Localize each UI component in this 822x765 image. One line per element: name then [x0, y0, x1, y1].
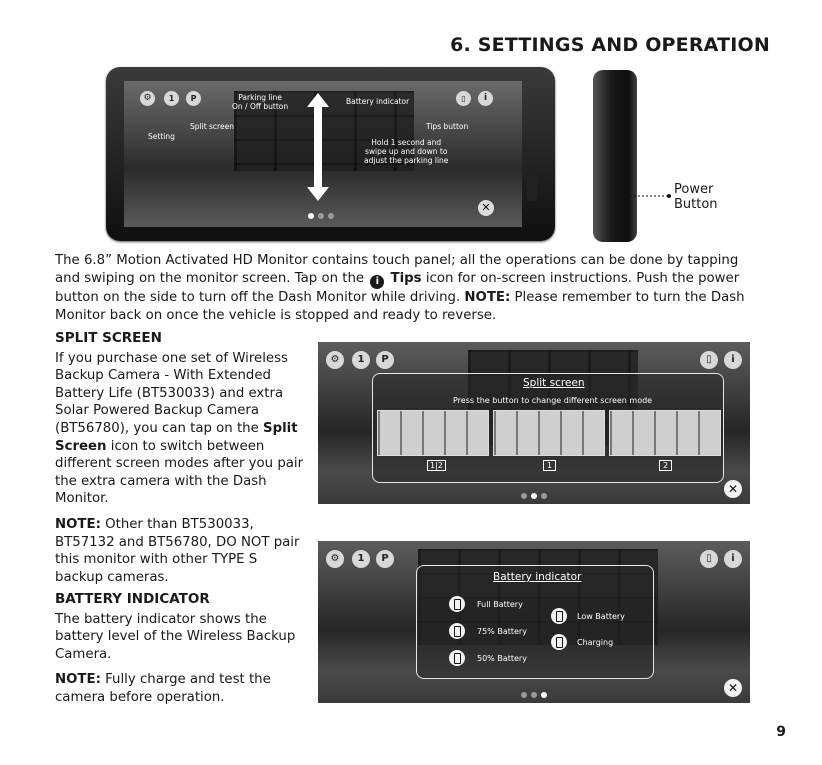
label-hold-instruction: Hold 1 second and swipe up and down to a…: [364, 138, 449, 165]
split-screen-icon[interactable]: 1: [352, 550, 370, 568]
battery-indicator-overlay: Battery indicator Full Battery 75% Batte…: [416, 565, 654, 679]
split-screen-body: If you purchase one set of Wireless Back…: [55, 350, 304, 507]
split-mode-thumb-3[interactable]: [609, 410, 721, 456]
monitor-side-button: [527, 175, 537, 201]
battery-icon[interactable]: ▯: [700, 550, 718, 568]
battery-icon[interactable]: ▯: [700, 351, 718, 369]
battery-50-label: 50% Battery: [477, 654, 527, 663]
close-icon[interactable]: ✕: [724, 480, 742, 498]
close-icon[interactable]: ✕: [724, 679, 742, 697]
battery-charging-icon: [551, 634, 567, 650]
split-mode-button-1[interactable]: 1|2: [427, 460, 446, 471]
label-split-screen: Split screen: [190, 122, 234, 131]
split-screen-overlay-subtitle: Press the button to change different scr…: [453, 396, 653, 405]
power-button-label: Power Button: [674, 182, 718, 212]
monitor-screen: ⚙ 1 P ▯ i Parking line On / Off button S…: [124, 81, 522, 227]
battery-75-icon: [449, 623, 465, 639]
battery-low-icon: [551, 608, 567, 624]
close-icon[interactable]: ✕: [478, 200, 494, 216]
split-screen-section: SPLIT SCREEN If you purchase one set of …: [55, 330, 305, 586]
label-tips-button: Tips button: [426, 122, 469, 131]
label-parking-line: Parking line On / Off button: [232, 93, 289, 111]
gear-icon[interactable]: ⚙: [140, 91, 155, 106]
battery-indicator-overlay-title: Battery indicator: [493, 571, 582, 583]
battery-indicator-note: NOTE: Fully charge and test the camera b…: [55, 672, 271, 705]
info-icon[interactable]: i: [724, 550, 742, 568]
label-setting: Setting: [148, 132, 175, 141]
battery-indicator-section: BATTERY INDICATOR The battery indicator …: [55, 591, 305, 707]
battery-full-icon: [449, 596, 465, 612]
battery-low-label: Low Battery: [577, 612, 625, 621]
battery-indicator-body: The battery indicator shows the battery …: [55, 611, 296, 662]
split-mode-thumb-1[interactable]: [377, 410, 489, 456]
battery-icon[interactable]: ▯: [456, 91, 471, 106]
page-number: 9: [776, 724, 786, 740]
split-screen-overlay-title: Split screen: [523, 377, 585, 389]
split-screen-icon[interactable]: 1: [352, 351, 370, 369]
info-icon[interactable]: i: [724, 351, 742, 369]
split-mode-button-2[interactable]: 1: [543, 460, 557, 471]
parking-line-icon[interactable]: P: [376, 351, 394, 369]
battery-charging-label: Charging: [577, 638, 614, 647]
split-screen-overlay: Split screen Press the button to change …: [372, 373, 724, 483]
battery-50-icon: [449, 650, 465, 666]
parking-line-icon[interactable]: P: [186, 91, 201, 106]
swipe-arrow-icon: [307, 93, 329, 201]
intro-paragraph: The 6.8” Motion Activated HD Monitor con…: [55, 253, 745, 323]
split-screen-panel: ⚙ 1 P ▯ i Split screen Press the button …: [318, 342, 750, 504]
info-icon[interactable]: i: [478, 91, 493, 106]
dash-monitor-side: [593, 70, 637, 242]
split-screen-note: NOTE: Other than BT530033, BT57132 and B…: [55, 516, 300, 585]
page-title: 6. SETTINGS AND OPERATION: [450, 34, 770, 56]
split-screen-icon[interactable]: 1: [164, 91, 179, 106]
parking-line-icon[interactable]: P: [376, 550, 394, 568]
info-icon: i: [370, 275, 385, 289]
split-mode-button-3[interactable]: 2: [659, 460, 673, 471]
battery-full-label: Full Battery: [477, 600, 523, 609]
gear-icon[interactable]: ⚙: [326, 550, 344, 568]
gear-icon[interactable]: ⚙: [326, 351, 344, 369]
split-mode-thumb-2[interactable]: [493, 410, 605, 456]
label-battery-indicator: Battery indicator: [346, 97, 410, 106]
power-button-pointer: [620, 193, 671, 199]
battery-indicator-panel: ⚙ 1 P ▯ i Battery indicator Full Battery…: [318, 541, 750, 703]
battery-75-label: 75% Battery: [477, 627, 527, 636]
battery-indicator-heading: BATTERY INDICATOR: [55, 591, 210, 607]
split-screen-heading: SPLIT SCREEN: [55, 330, 162, 346]
